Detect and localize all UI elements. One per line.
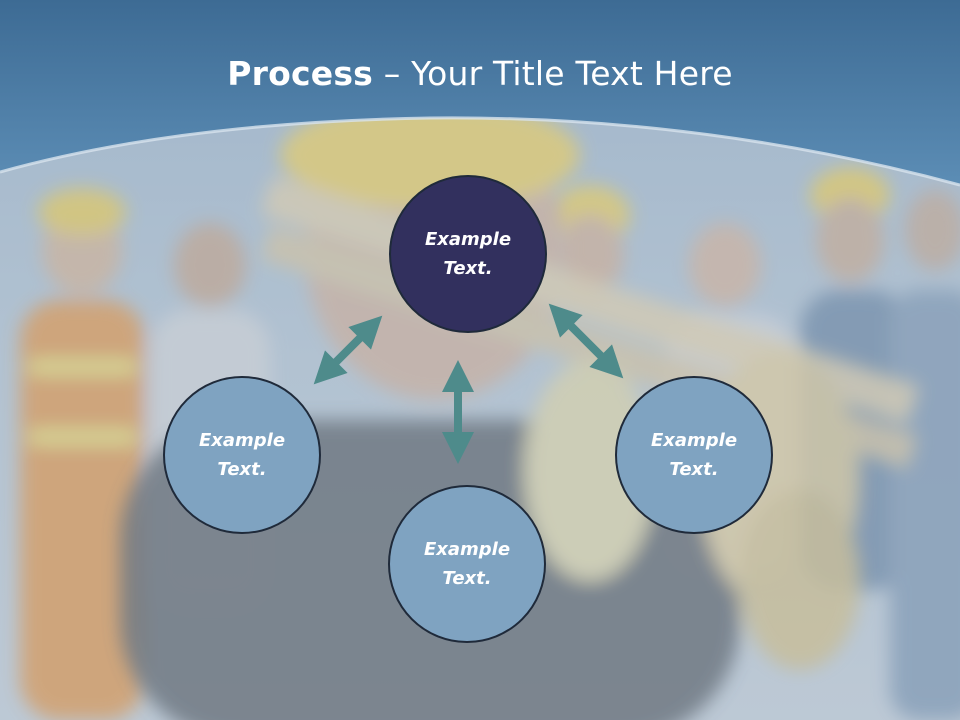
node-bottom-line1: Example (423, 539, 511, 560)
node-right-line1: Example (650, 430, 738, 451)
node-right-line2: Text. (669, 459, 719, 480)
arrow-top-right (548, 303, 624, 379)
arrow-top-left (313, 315, 383, 385)
node-left-line1: Example (198, 430, 286, 451)
process-node-left[interactable]: Example Text. (163, 376, 321, 534)
slide-title: Process – Your Title Text Here (0, 52, 960, 96)
node-bottom-line2: Text. (442, 568, 492, 589)
node-top-line2: Text. (443, 258, 493, 279)
title-bold: Process (227, 54, 374, 93)
process-node-right[interactable]: Example Text. (615, 376, 773, 534)
process-node-bottom[interactable]: Example Text. (388, 485, 546, 643)
node-left-line2: Text. (217, 459, 267, 480)
title-rest: – Your Title Text Here (373, 54, 733, 93)
process-node-top[interactable]: Example Text. (389, 175, 547, 333)
node-top-line1: Example (424, 229, 512, 250)
